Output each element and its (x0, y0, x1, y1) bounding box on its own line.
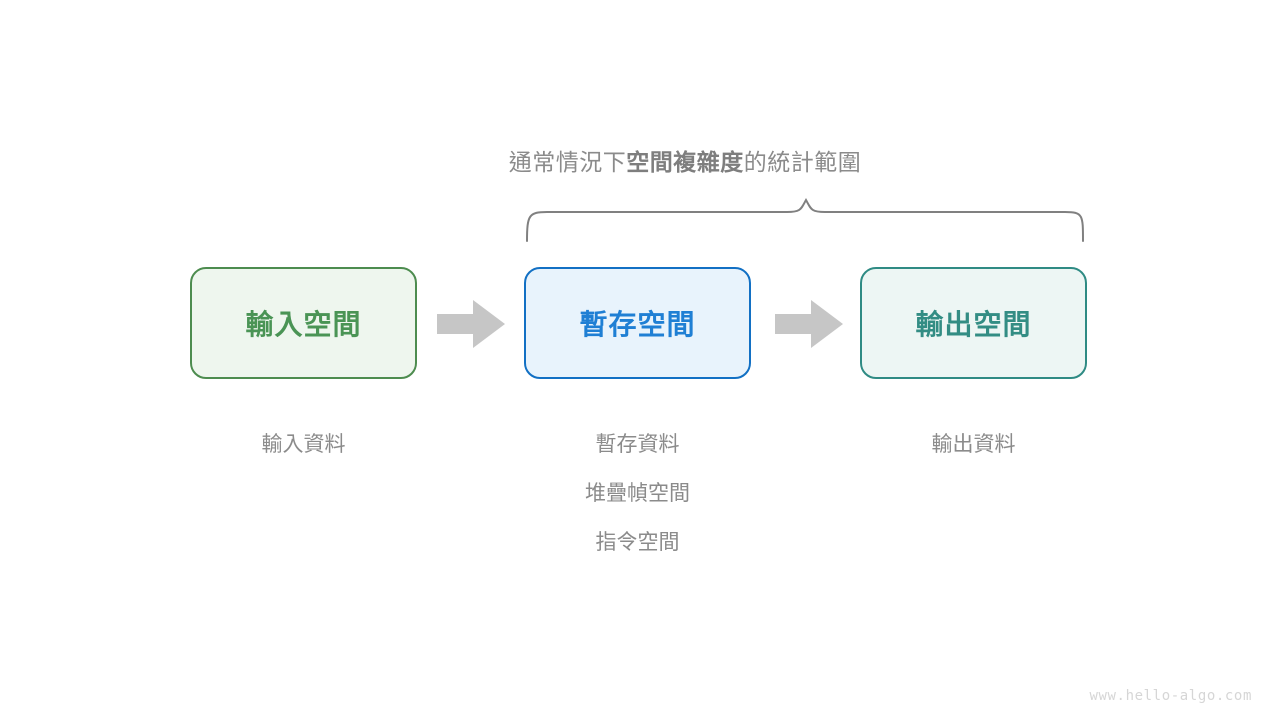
box-temp-space-label: 暫存空間 (579, 309, 696, 340)
caption-input-space: 輸入資料 (190, 420, 417, 469)
brace-caption-emphasis: 空間複雜度 (626, 149, 744, 175)
caption-line: 堆疊幀空間 (585, 482, 690, 505)
curly-brace-icon (526, 197, 1084, 242)
arrow-right-icon (437, 300, 505, 348)
caption-line: 輸入資料 (261, 433, 346, 456)
box-input-space-label: 輸入空間 (245, 309, 362, 340)
caption-temp-space: 暫存資料 堆疊幀空間 指令空間 (524, 420, 751, 567)
caption-line: 暫存資料 (595, 433, 680, 456)
box-temp-space[interactable]: 暫存空間 (524, 267, 751, 379)
watermark: www.hello-algo.com (1089, 688, 1252, 704)
box-input-space[interactable]: 輸入空間 (190, 267, 417, 379)
caption-output-space: 輸出資料 (860, 420, 1087, 469)
caption-line: 輸出資料 (931, 433, 1016, 456)
brace-caption-prefix: 通常情況下 (508, 149, 627, 175)
brace-caption-suffix: 的統計範圍 (743, 149, 862, 175)
box-output-space[interactable]: 輸出空間 (860, 267, 1087, 379)
arrow-right-icon (775, 300, 843, 348)
brace-caption: 通常情況下空間複雜度的統計範圍 (0, 145, 1280, 179)
caption-line: 指令空間 (595, 531, 680, 554)
box-output-space-label: 輸出空間 (915, 309, 1032, 340)
